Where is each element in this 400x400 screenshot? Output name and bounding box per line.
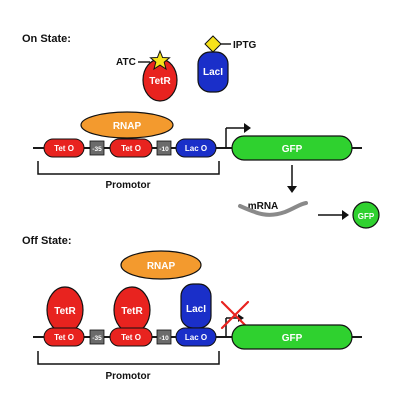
gfp-gene-label-off: GFP [282, 333, 303, 344]
tetr-label-on: TetR [149, 76, 171, 87]
rnap-on [80, 111, 174, 139]
minus35-label-off: -35 [92, 335, 102, 342]
gfp-gene-off [231, 324, 353, 350]
teto-1-on [43, 138, 85, 158]
promotor-label-on: Promotor [106, 180, 151, 191]
transcription-arrow-down [287, 165, 297, 193]
atc-label: ATC [116, 57, 136, 68]
mrna-label: mRNA [248, 201, 279, 212]
minus35-box-off [89, 329, 105, 345]
atc-star-icon [149, 49, 171, 71]
translation-arrow [318, 210, 349, 220]
laco-on [175, 138, 217, 158]
teto-1-off [43, 327, 85, 347]
on-state-title: On State: [22, 33, 71, 45]
blocked-cross-icon [220, 300, 250, 330]
rnap-off [120, 250, 202, 280]
teto-2-off [109, 327, 153, 347]
teto-2-label-on: Tet O [121, 144, 141, 153]
tetr-label-off-2: TetR [121, 306, 143, 317]
on-state-panel: On State: ATC TetR IPTG LacI RNAP Tet O … [22, 33, 380, 229]
rnap-label-off: RNAP [147, 261, 176, 272]
teto-2-label-off: Tet O [121, 333, 141, 342]
gfp-gene-on [231, 135, 353, 161]
promotor-label-off: Promotor [106, 371, 151, 382]
mrna-strand [238, 201, 308, 217]
laco-label-off: Lac O [185, 333, 207, 342]
laco-off [175, 327, 217, 347]
off-state-panel: Off State: RNAP TetR TetR LacI Tet O -35… [22, 235, 362, 382]
off-state-title: Off State: [22, 235, 72, 247]
minus10-box-on [156, 140, 172, 156]
minus35-box-on [89, 140, 105, 156]
laci-label-on: LacI [203, 67, 223, 78]
promotor-bracket-off [37, 351, 220, 365]
teto-1-label-on: Tet O [54, 144, 74, 153]
promotor-bracket-on [37, 161, 220, 175]
laco-label-on: Lac O [185, 144, 207, 153]
gfp-gene-label-on: GFP [282, 144, 303, 155]
teto-2-on [109, 138, 153, 158]
iptg-label: IPTG [233, 40, 257, 51]
minus10-label-off: -10 [159, 335, 169, 342]
gfp-protein [352, 201, 380, 229]
transcription-start-arrow-on [225, 123, 251, 148]
minus10-box-off [156, 329, 172, 345]
iptg-diamond-icon [204, 35, 222, 53]
minus35-label-on: -35 [92, 146, 102, 153]
rnap-label-on: RNAP [113, 121, 142, 132]
tetr-label-off-1: TetR [54, 306, 76, 317]
teto-1-label-off: Tet O [54, 333, 74, 342]
minus10-label-on: -10 [159, 146, 169, 153]
gfp-protein-label: GFP [358, 212, 375, 221]
laci-label-off: LacI [186, 304, 206, 315]
